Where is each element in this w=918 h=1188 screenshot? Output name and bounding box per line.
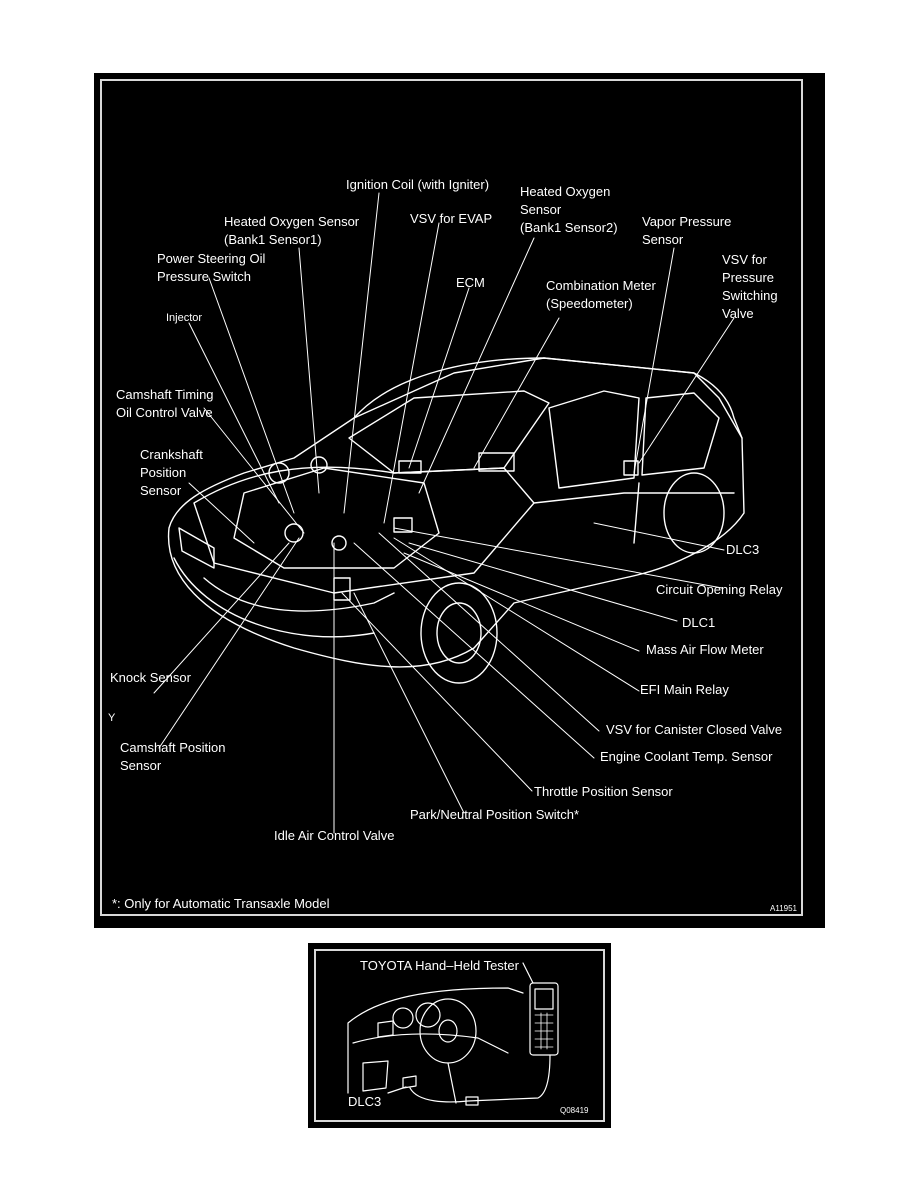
- leader-crankshaft: [188, 482, 255, 544]
- dlc3-connector: [402, 1075, 417, 1089]
- car-roof: [353, 357, 743, 439]
- label-park-neutral-position-switch: Park/Neutral Position Switch*: [410, 807, 580, 822]
- leader-coolant: [353, 542, 595, 759]
- headlight: [178, 527, 215, 569]
- leader-park-neutral: [353, 592, 465, 814]
- dashboard-lower: [352, 1033, 509, 1054]
- label-power-steering-oil-pressure-switch: Power Steering Oil Pressure Switch: [157, 251, 266, 284]
- figure-code: A11951: [770, 904, 797, 913]
- label-vsv-for-canister-closed-valve: VSV for Canister Closed Valve: [606, 722, 783, 737]
- rear-wheel: [663, 472, 725, 554]
- engine-part-2: [310, 456, 328, 474]
- tester-keypad: [534, 1012, 554, 1050]
- label-camshaft-timing-oil-control-valve: Camshaft Timing Oil Control Valve: [116, 387, 214, 420]
- gauge-left: [392, 1007, 414, 1029]
- tester-lead: [522, 962, 534, 984]
- label-heated-oxygen-sensor-bank1-sensor1: Heated Oxygen Sensor (Bank1 Sensor1): [224, 214, 360, 247]
- leader-circuit-relay: [393, 527, 723, 589]
- label-mass-air-flow-meter: Mass Air Flow Meter: [646, 642, 764, 657]
- car-engine-illustration: [153, 192, 745, 834]
- label-ecm: ECM: [456, 275, 485, 290]
- label-camshaft-position-sensor: Camshaft Position Sensor: [120, 740, 226, 773]
- label-vsv-for-pressure-switching-valve: VSV for Pressure Switching Valve: [722, 252, 778, 321]
- label-circuit-opening-relay: Circuit Opening Relay: [656, 582, 783, 597]
- engine-part-4: [331, 535, 347, 551]
- front-wheel-outer: [420, 582, 498, 684]
- leader-maf: [403, 552, 640, 652]
- hand-held-tester-figure: TOYOTA Hand–Held Tester DLC3 Q08419: [308, 943, 611, 1128]
- label-toyota-hand-held-tester: TOYOTA Hand–Held Tester: [360, 958, 519, 973]
- figure-border: [100, 79, 803, 916]
- hood-outline: [193, 466, 535, 594]
- leader-o2-s1: [298, 247, 320, 494]
- label-engine-coolant-temp-sensor: Engine Coolant Temp. Sensor: [600, 749, 773, 764]
- leader-efi-relay: [393, 537, 640, 692]
- leader-ecm: [408, 287, 470, 469]
- relay-block: [393, 517, 413, 533]
- dashboard-illustration: [347, 962, 559, 1106]
- steering-column: [447, 1062, 457, 1104]
- label-injector: Injector: [166, 312, 203, 324]
- leader-power-steering: [208, 277, 295, 514]
- tester-cable: [409, 1054, 551, 1103]
- label-idle-air-control-valve: Idle Air Control Valve: [274, 828, 395, 843]
- windshield: [348, 390, 550, 474]
- steering-wheel-inner: [438, 1019, 458, 1043]
- door-lines: [533, 482, 735, 544]
- leader-ignition-coil: [343, 192, 380, 514]
- leader-dlc3: [593, 522, 725, 551]
- ecm-unit: [398, 460, 422, 474]
- leader-vsv-canister: [378, 532, 600, 732]
- front-wheel-inner: [436, 602, 482, 664]
- car-body-outline: [167, 357, 745, 668]
- label-heated-oxygen-sensor-bank1-sensor2: Heated Oxygen Sensor (Bank1 Sensor2): [520, 184, 618, 235]
- gauge-center: [415, 1002, 441, 1028]
- dashboard-outline: [347, 987, 524, 1094]
- front-grille: [203, 577, 395, 612]
- leader-lines: [153, 192, 735, 834]
- leader-injector: [188, 322, 280, 504]
- label-dlc3: DLC3: [726, 542, 760, 557]
- label-efi-main-relay: EFI Main Relay: [640, 682, 729, 697]
- footnote: *: Only for Automatic Transaxle Model: [112, 896, 330, 911]
- label-combination-meter: Combination Meter (Speedometer): [546, 278, 656, 311]
- engine-part-1: [268, 462, 290, 484]
- label-vapor-pressure-sensor: Vapor Pressure Sensor: [642, 214, 732, 247]
- bumper: [173, 557, 375, 638]
- tester-screen: [534, 988, 554, 1010]
- leader-dlc1: [408, 542, 678, 622]
- leader-throttle: [341, 592, 533, 792]
- leader-dlc3: [387, 1086, 407, 1094]
- tester-body: [529, 982, 559, 1056]
- vent-left: [377, 1020, 394, 1038]
- label-ignition-coil: Ignition Coil (with Igniter): [346, 177, 490, 192]
- figure-border: [314, 949, 605, 1122]
- label-vsv-for-evap: VSV for EVAP: [410, 211, 493, 226]
- side-windows: [548, 390, 720, 489]
- leader-knock: [153, 542, 290, 694]
- leader-camshaft-ocv: [203, 407, 305, 534]
- vsv-unit: [623, 460, 639, 476]
- cable-connector: [465, 1096, 479, 1106]
- leader-vapor-pressure: [633, 247, 675, 474]
- label-knock-sensor: Knock Sensor: [110, 670, 191, 685]
- leader-vsv-pressure: [638, 317, 735, 464]
- leader-o2-s2: [418, 237, 535, 494]
- throttle-body: [333, 577, 351, 601]
- label-y-mark: Y: [108, 712, 116, 724]
- dash-panel-left: [362, 1060, 389, 1092]
- steering-wheel-outer: [419, 998, 477, 1064]
- engine-block: [233, 467, 440, 569]
- label-dlc3: DLC3: [348, 1094, 382, 1109]
- label-throttle-position-sensor: Throttle Position Sensor: [534, 784, 673, 799]
- engine-part-3: [284, 523, 304, 543]
- leader-combo-meter: [473, 317, 560, 469]
- label-crankshaft-position-sensor: Crankshaft Position Sensor: [140, 447, 203, 498]
- label-dlc1: DLC1: [682, 615, 716, 630]
- figure-code: Q08419: [560, 1106, 589, 1115]
- combination-meter-unit: [478, 452, 515, 472]
- leader-vsv-evap: [383, 222, 440, 524]
- leader-camshaft-pos: [158, 537, 300, 749]
- component-location-figure: Ignition Coil (with Igniter) Heated Oxyg…: [94, 73, 825, 928]
